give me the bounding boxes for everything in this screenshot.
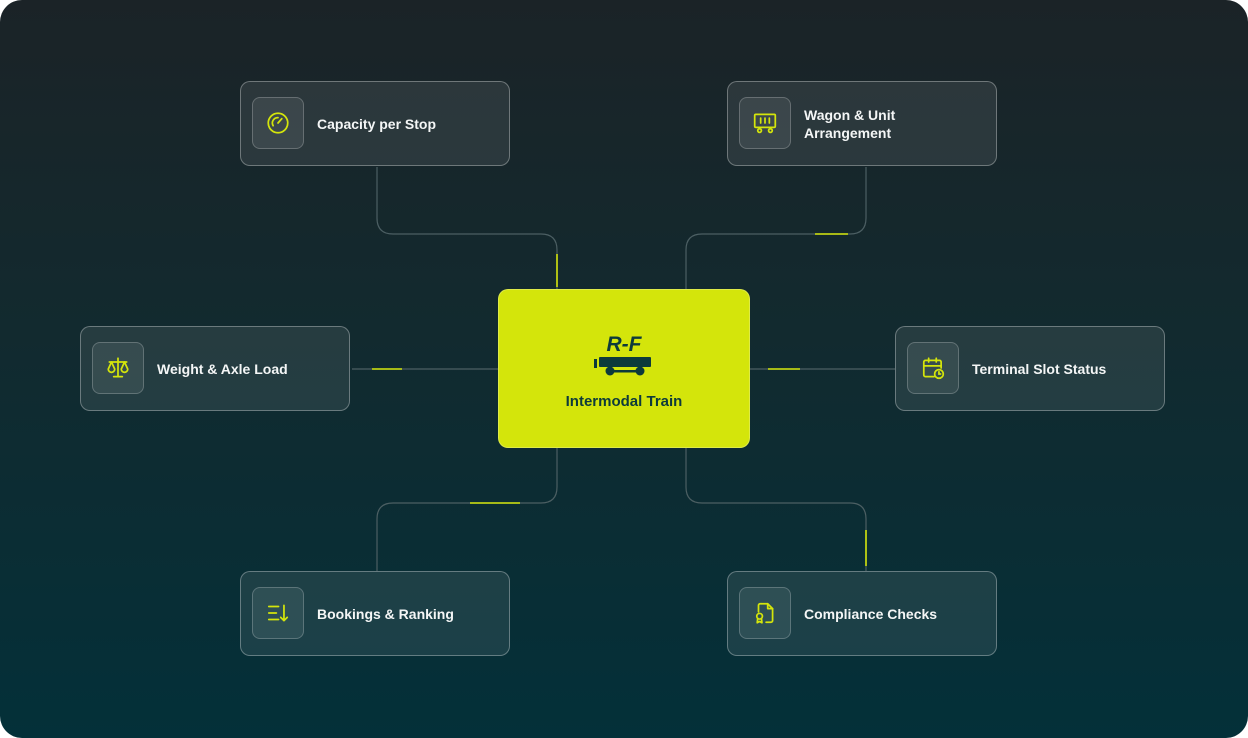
train-logo-icon: R-F <box>594 333 651 376</box>
center-node-intermodal-train: R-F Intermodal Train <box>498 289 750 448</box>
calendar-clock-icon <box>922 357 945 380</box>
gauge-icon <box>267 112 289 134</box>
node-capacity-per-stop: Capacity per Stop <box>240 81 510 166</box>
node-label: Weight & Axle Load <box>157 360 288 377</box>
node-terminal-slot-status: Terminal Slot Status <box>895 326 1165 411</box>
node-compliance-checks: Compliance Checks <box>727 571 997 656</box>
node-bookings-ranking: Bookings & Ranking <box>240 571 510 656</box>
certificate-document-icon <box>755 602 774 624</box>
node-label: Terminal Slot Status <box>972 360 1107 377</box>
icon-box <box>252 97 304 149</box>
icon-box <box>739 97 791 149</box>
node-weight-axle-load: Weight & Axle Load <box>80 326 350 411</box>
wagon-icon <box>753 113 777 134</box>
connector-bookings <box>376 448 558 571</box>
icon-box <box>92 342 144 394</box>
scale-icon <box>107 357 129 378</box>
svg-text:R-F: R-F <box>607 333 643 356</box>
center-title: Intermodal Train <box>565 393 683 410</box>
sort-list-icon <box>267 604 289 622</box>
connector-compliance <box>685 448 867 571</box>
node-label: Bookings & Ranking <box>317 605 454 622</box>
connector-capacity <box>376 167 558 289</box>
node-label: Compliance Checks <box>804 605 938 622</box>
node-label: Wagon & Unit Arrangement <box>804 106 896 141</box>
icon-box <box>907 342 959 394</box>
icon-box <box>252 587 304 639</box>
connector-wagon <box>685 167 867 289</box>
node-wagon-unit-arrangement: Wagon & Unit Arrangement <box>727 81 997 166</box>
icon-box <box>739 587 791 639</box>
node-label: Capacity per Stop <box>317 115 437 132</box>
